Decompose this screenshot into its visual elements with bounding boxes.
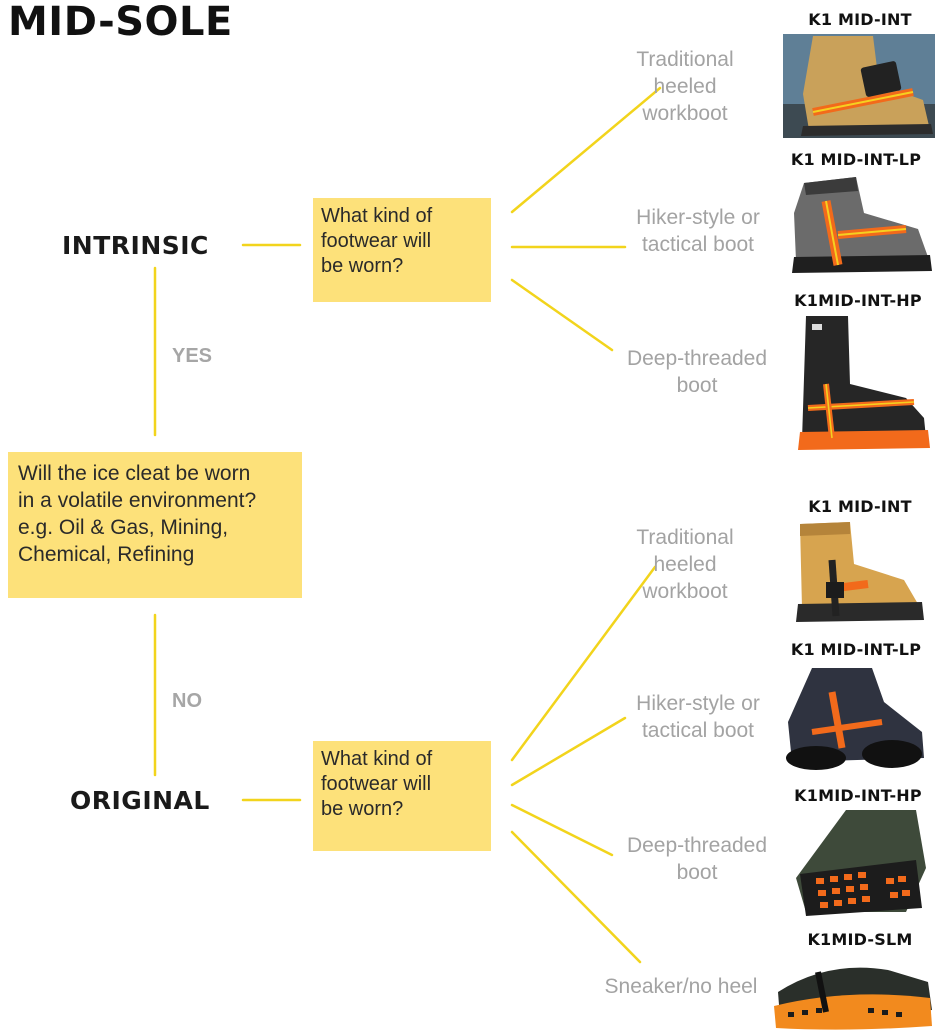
- no-label: NO: [172, 690, 202, 712]
- boot-image-deep-original: [796, 810, 926, 916]
- question-line: What kind of: [321, 205, 433, 227]
- page-title: MID-SOLE: [8, 0, 233, 45]
- product-label: K1MID-SLM: [807, 930, 913, 949]
- option-label-line: workboot: [642, 580, 728, 603]
- question-line: footwear will: [321, 230, 432, 252]
- option-label-line: Traditional: [636, 48, 734, 71]
- option-label-line: Hiker-style or: [636, 692, 760, 715]
- original-label: ORIGINAL: [70, 786, 210, 815]
- intrinsic-option-hiker: Hiker-style or tactical boot: [618, 204, 778, 258]
- connector-q1-to-opt3: [510, 278, 614, 352]
- root-question-line: in a volatile environment?: [18, 489, 257, 512]
- boot-image-sneaker-original: [774, 967, 932, 1030]
- option-label-line: heeled: [653, 553, 717, 576]
- boot-image-workboot-intrinsic: [783, 34, 935, 138]
- connector-q2-to-opt4: [510, 830, 642, 964]
- option-label-line: Sneaker/no heel: [604, 975, 758, 998]
- product-label: K1 MID-INT: [808, 497, 912, 516]
- intrinsic-label: INTRINSIC: [62, 231, 209, 260]
- yes-label: YES: [172, 345, 213, 367]
- question-line: footwear will: [321, 773, 432, 795]
- product-label: K1MID-INT-HP: [794, 786, 922, 805]
- connector-q1-to-opt1: [510, 86, 662, 214]
- root-question-line: e.g. Oil & Gas, Mining,: [18, 516, 229, 539]
- question-line: be worn?: [321, 255, 404, 277]
- original-option-hiker: Hiker-style or tactical boot: [618, 690, 778, 744]
- boot-image-deep-intrinsic: [798, 316, 930, 450]
- option-label-line: boot: [676, 861, 718, 884]
- original-option-deep: Deep-threaded boot: [614, 832, 780, 886]
- boot-image-hiker-original: [786, 668, 924, 770]
- question-line: What kind of: [321, 748, 433, 770]
- boot-image-workboot-original: [796, 522, 924, 622]
- connector-q2-to-opt3: [510, 803, 614, 857]
- option-label-line: Traditional: [636, 526, 734, 549]
- original-question-box: What kind of footwear will be worn?: [313, 741, 491, 851]
- option-label-line: tactical boot: [641, 719, 755, 742]
- product-label: K1 MID-INT-LP: [790, 150, 922, 169]
- intrinsic-question-box: What kind of footwear will be worn?: [313, 198, 491, 302]
- product-label: K1 MID-INT: [808, 10, 912, 29]
- option-label-line: Deep-threaded: [626, 347, 768, 370]
- root-question-line: Will the ice cleat be worn: [18, 462, 251, 485]
- root-question-line: Chemical, Refining: [18, 543, 195, 566]
- product-label: K1MID-INT-HP: [794, 291, 922, 310]
- question-line: be worn?: [321, 798, 404, 820]
- original-option-sneaker: Sneaker/no heel: [592, 973, 770, 1000]
- option-label-line: Deep-threaded: [626, 834, 768, 857]
- option-label-line: workboot: [642, 102, 728, 125]
- product-label: K1 MID-INT-LP: [790, 640, 922, 659]
- intrinsic-option-deep: Deep-threaded boot: [614, 345, 780, 399]
- option-label-line: Hiker-style or: [636, 206, 760, 229]
- option-label-line: boot: [676, 374, 718, 397]
- option-label-line: tactical boot: [641, 233, 755, 256]
- boot-image-hiker-intrinsic: [792, 177, 932, 273]
- original-option-traditional: Traditional heeled workboot: [630, 524, 740, 605]
- root-question-box: Will the ice cleat be worn in a volatile…: [8, 452, 302, 598]
- intrinsic-option-traditional: Traditional heeled workboot: [630, 46, 740, 127]
- connector-q2-to-opt1: [510, 565, 657, 762]
- connector-q2-to-opt2: [510, 716, 627, 787]
- option-label-line: heeled: [653, 75, 717, 98]
